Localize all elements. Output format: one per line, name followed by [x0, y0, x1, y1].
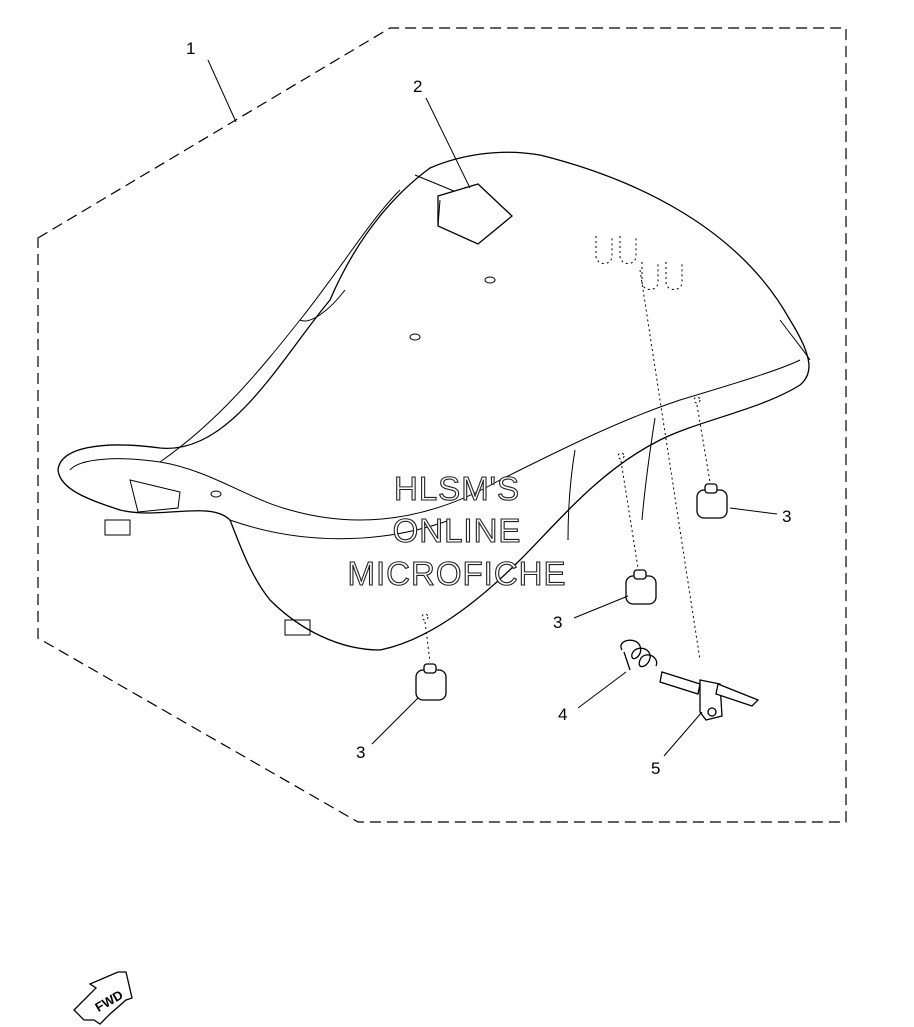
- lock-pin[interactable]: [659, 671, 760, 721]
- watermark-line-3: MICROFICHE: [348, 555, 567, 592]
- callout-4: 4: [558, 705, 567, 724]
- callout-3-right: 3: [782, 507, 791, 526]
- watermark: HLSM'S ONLINE MICROFICHE: [347, 469, 567, 592]
- torsion-spring[interactable]: [620, 639, 658, 671]
- fwd-arrow-icon: FWD: [73, 971, 133, 1025]
- callout-1: 1: [186, 39, 195, 58]
- callout-2: 2: [413, 77, 422, 96]
- assembly-boundary: [37, 27, 847, 823]
- seat-strap[interactable]: [437, 183, 513, 245]
- leader-lines: [207, 59, 778, 757]
- callout-5: 5: [651, 759, 660, 778]
- seat-damper-right[interactable]: [696, 483, 728, 519]
- watermark-line-1: HLSM'S: [394, 470, 520, 507]
- callout-3-left: 3: [356, 743, 365, 762]
- seat-damper-center[interactable]: [625, 569, 657, 605]
- damper-locator-lines: [421, 269, 711, 663]
- fwd-label: FWD: [92, 987, 125, 1015]
- callout-3-center: 3: [553, 613, 562, 632]
- seat-damper-left[interactable]: [415, 663, 447, 701]
- watermark-line-2: ONLINE: [393, 512, 522, 549]
- seat[interactable]: [57, 151, 811, 651]
